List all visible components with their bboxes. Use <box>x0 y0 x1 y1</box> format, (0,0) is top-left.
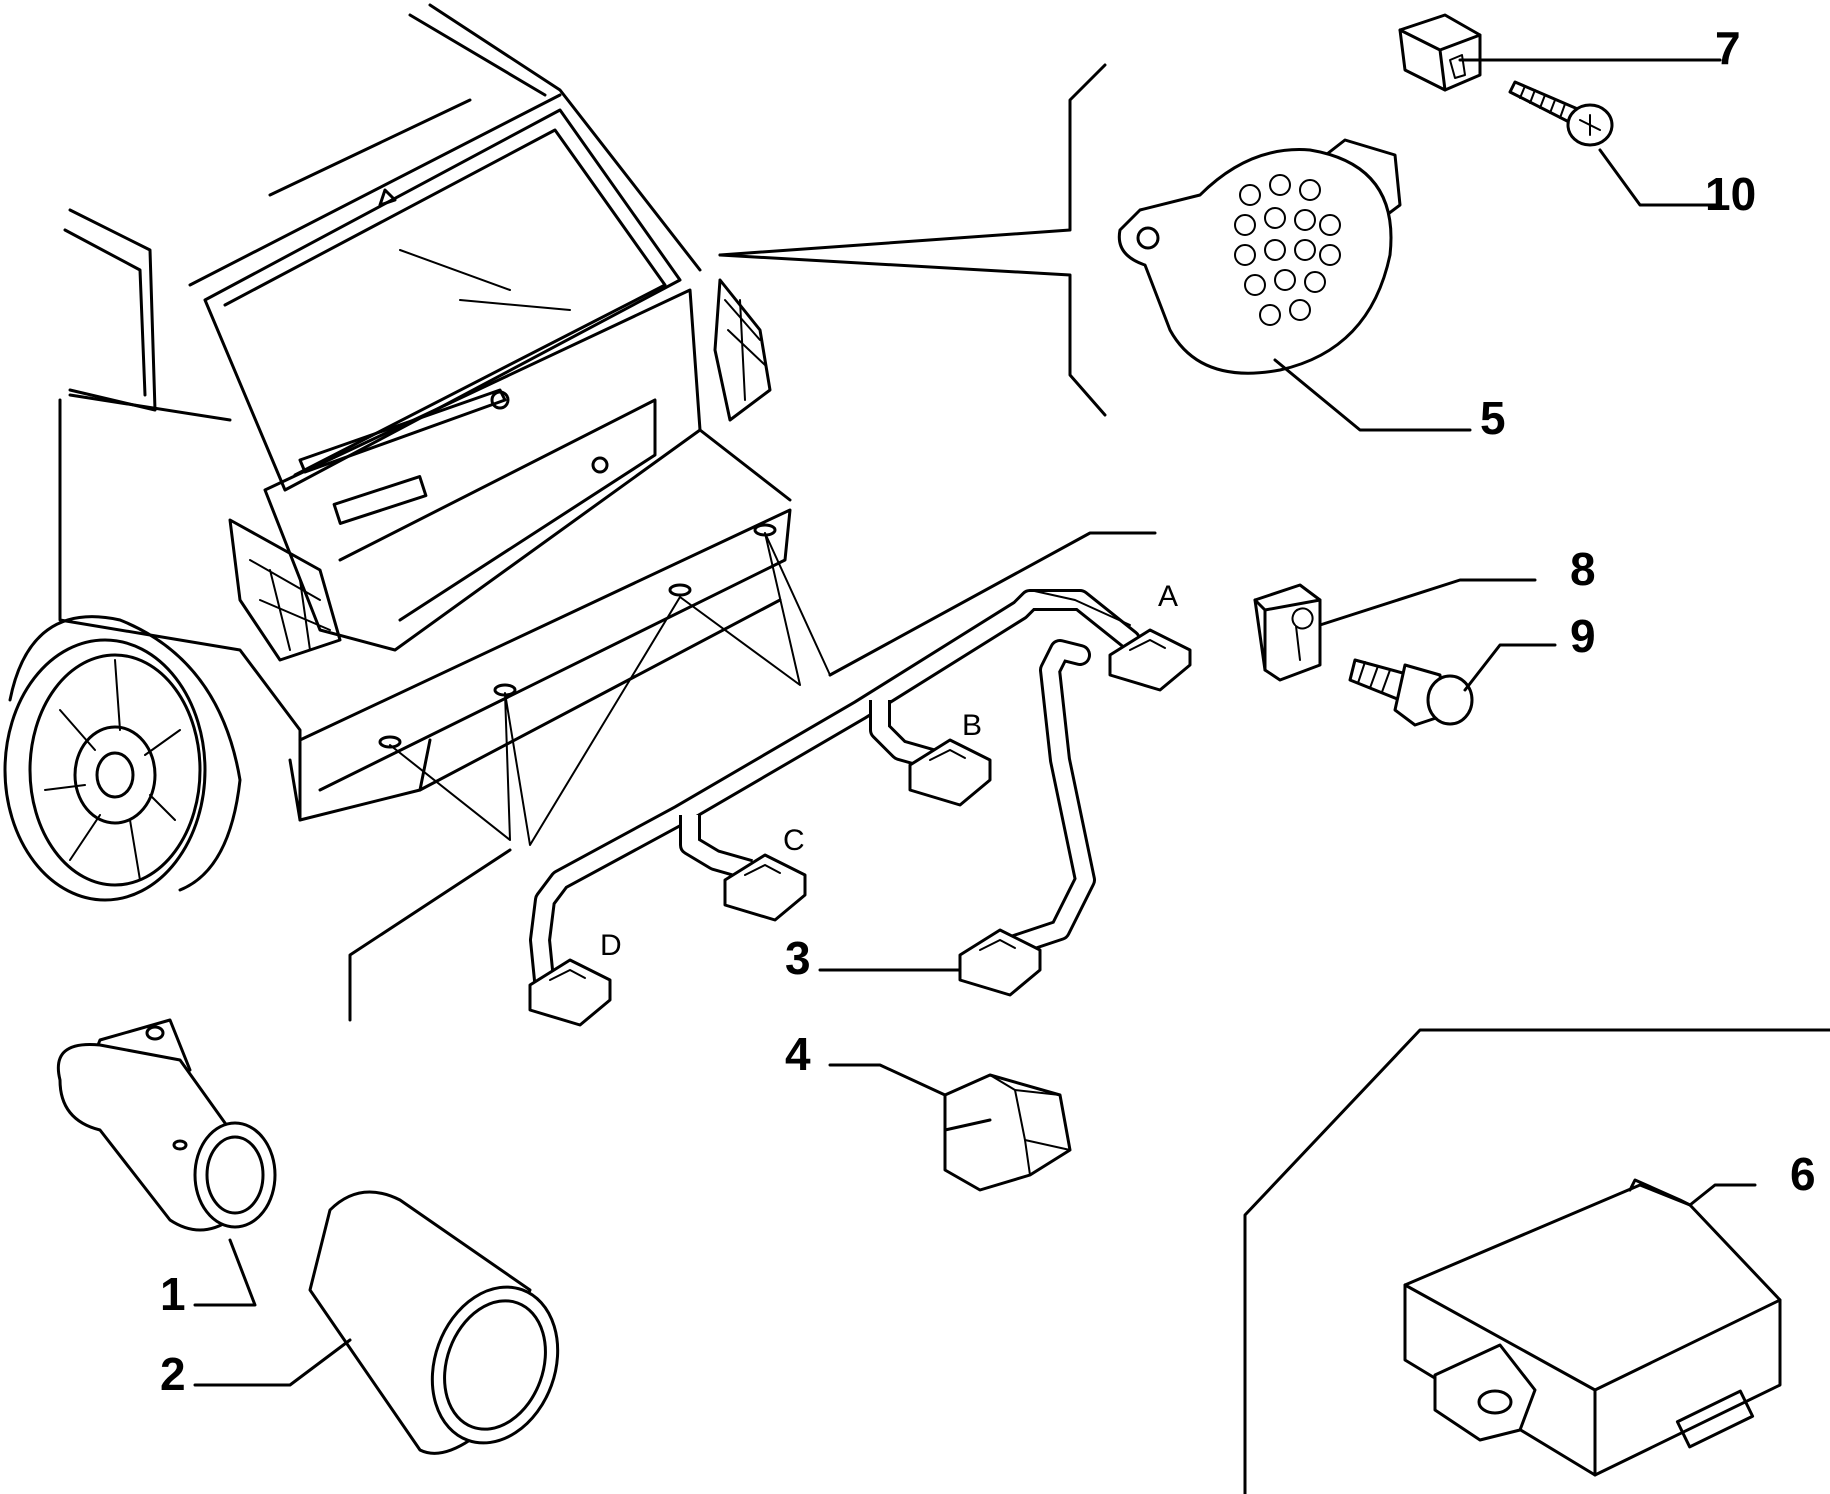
connector-a-icon <box>1108 628 1192 692</box>
connector-c-icon <box>723 853 807 922</box>
connector-label-d: D <box>600 929 622 962</box>
callout-2: 2 <box>160 1348 186 1400</box>
connector-label-c: C <box>783 824 805 857</box>
connector-d-icon <box>528 958 612 1027</box>
control-unit-icon <box>1243 1028 1830 1494</box>
connector-label-b: B <box>962 709 982 742</box>
callout-10: 10 <box>1705 168 1756 220</box>
callout-1: 1 <box>160 1268 186 1320</box>
connector-main-icon <box>958 928 1042 997</box>
callout-4: 4 <box>785 1028 811 1080</box>
wiring-harness-icon <box>528 589 1192 1027</box>
leader-lines <box>193 58 1757 1387</box>
nut-clip-8-icon <box>1253 583 1322 682</box>
callout-7: 7 <box>1715 22 1741 74</box>
callout-3: 3 <box>785 932 811 984</box>
buzzer-icon <box>1117 138 1402 375</box>
callout-9: 9 <box>1570 610 1596 662</box>
bolt-icon <box>1348 658 1474 727</box>
connector-label-a: A <box>1158 580 1178 613</box>
retaining-clip-icon <box>943 1073 1072 1192</box>
sensor-cover-icon <box>308 1190 560 1455</box>
callout-5: 5 <box>1480 392 1506 444</box>
nut-clip-7-icon <box>1398 13 1482 92</box>
car-rear-view-icon <box>3 3 1157 1022</box>
sensor-icon <box>57 1018 277 1232</box>
screw-icon <box>1508 80 1614 147</box>
callout-6: 6 <box>1790 1148 1816 1200</box>
callout-8: 8 <box>1570 543 1596 595</box>
connector-b-icon <box>908 738 992 807</box>
